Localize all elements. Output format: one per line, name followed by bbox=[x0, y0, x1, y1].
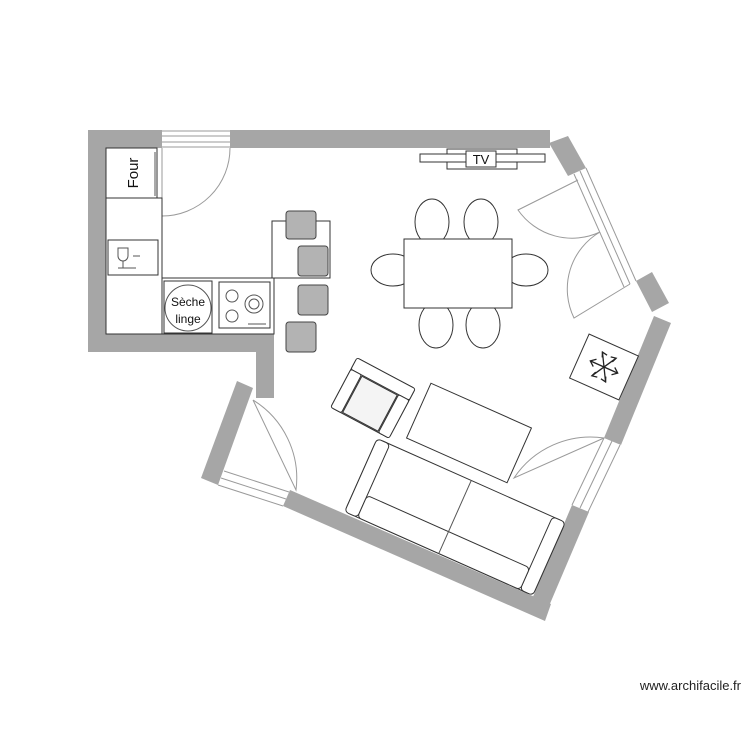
oven: Four bbox=[105, 147, 158, 199]
wall-right-upper bbox=[549, 136, 586, 176]
sofa bbox=[345, 439, 565, 595]
stool-4 bbox=[285, 321, 317, 353]
window-left-lower bbox=[217, 470, 290, 507]
dining-table bbox=[403, 238, 513, 309]
doors bbox=[161, 147, 631, 492]
stool-3 bbox=[297, 284, 329, 316]
glass-icon bbox=[117, 247, 140, 269]
wall-kitchen-bottom bbox=[88, 334, 274, 352]
wall-right-mid bbox=[604, 316, 671, 445]
snowflake-icon bbox=[589, 350, 619, 384]
tv-label: TV bbox=[473, 152, 490, 167]
cooktop-icon bbox=[218, 281, 271, 329]
window-top bbox=[162, 130, 230, 148]
tv-unit: TV bbox=[419, 148, 546, 170]
coffee-table bbox=[405, 382, 533, 484]
dryer: Sèche linge bbox=[163, 280, 213, 334]
stool-1 bbox=[285, 210, 317, 240]
window-right-upper bbox=[573, 167, 637, 288]
watermark: www.archifacile.fr bbox=[639, 678, 741, 693]
wall-bottom bbox=[283, 490, 551, 621]
stool-2 bbox=[297, 245, 329, 277]
door-swing-right-lower bbox=[512, 436, 605, 480]
ac-unit bbox=[568, 333, 640, 401]
windows bbox=[162, 130, 637, 513]
sink-unit bbox=[107, 239, 159, 276]
wall-right-lower bbox=[532, 505, 589, 606]
armchair bbox=[330, 357, 416, 439]
dryer-label-line2: linge bbox=[175, 312, 201, 326]
wall-left-lower bbox=[201, 381, 253, 485]
chair-bottom-right bbox=[465, 301, 501, 349]
door-swing-top bbox=[161, 147, 231, 217]
door-swing-left-lower bbox=[252, 399, 298, 492]
dryer-label-line1: Sèche bbox=[171, 295, 205, 309]
wall-top bbox=[230, 130, 550, 148]
oven-label: Four bbox=[125, 158, 142, 189]
door-swing-right-upper-a bbox=[517, 179, 601, 239]
wall-partition bbox=[256, 334, 274, 398]
kitchen: Four Sèche linge bbox=[105, 147, 331, 353]
chair-top-right bbox=[463, 198, 499, 246]
door-swing-right-upper-b bbox=[566, 231, 631, 319]
walls bbox=[88, 130, 671, 621]
wall-left bbox=[88, 130, 106, 352]
window-right-lower bbox=[571, 437, 621, 513]
chair-bottom-left bbox=[418, 301, 454, 349]
dining-set bbox=[370, 198, 549, 349]
wall-right-corner bbox=[636, 272, 669, 312]
wall-top-left bbox=[88, 130, 162, 148]
chair-top-left bbox=[414, 198, 450, 246]
